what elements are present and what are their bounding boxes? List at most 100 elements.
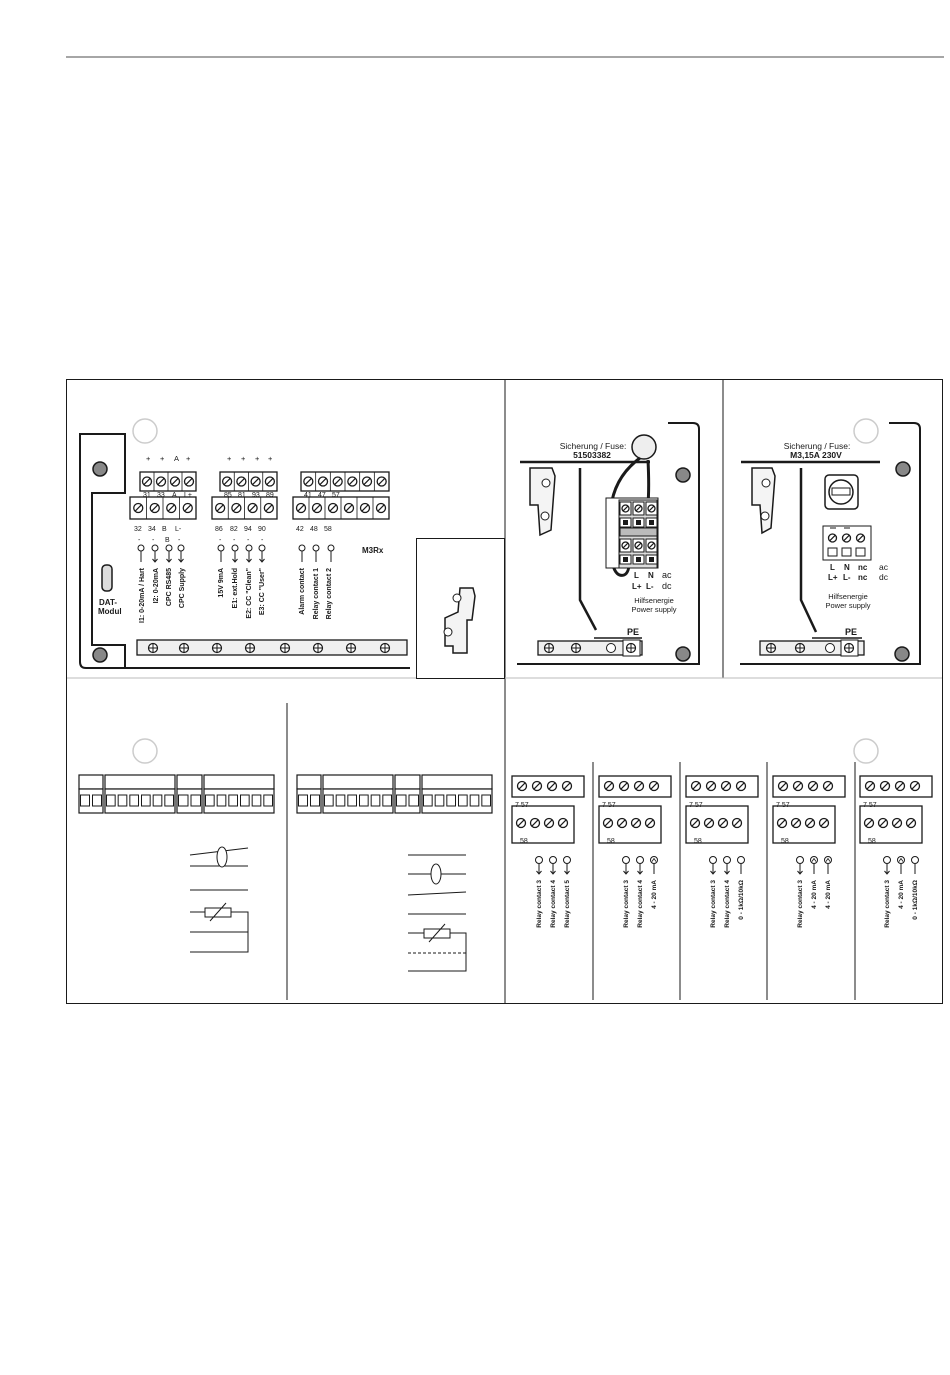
screw-slot	[648, 542, 655, 549]
panel-d-cable-connection	[78, 738, 275, 953]
terminal-slot	[408, 794, 419, 807]
module-signal-label: Relay contact 4	[637, 880, 644, 928]
coax-cable-icon	[430, 863, 442, 885]
relay-icon	[883, 856, 891, 864]
screw-slot	[622, 542, 629, 549]
screw-slot	[907, 819, 915, 827]
terminal-clamp	[636, 520, 641, 525]
terminal-label: L	[634, 571, 639, 580]
screw-slot	[223, 477, 231, 486]
screw-slot	[896, 782, 904, 790]
relay-icon	[709, 856, 717, 864]
arrow-icon	[637, 870, 643, 875]
screw-slot	[171, 477, 179, 486]
screw-slot	[618, 819, 626, 827]
terminal-sign: +	[227, 454, 232, 463]
screw-slot	[237, 477, 245, 486]
arrow-icon	[651, 857, 657, 862]
terminal-slot	[129, 794, 139, 807]
terminal-label: L+	[632, 582, 642, 591]
terminal-slot	[106, 794, 116, 807]
module-signal-label: 0 - 1kΩ/10kΩ	[738, 880, 745, 920]
fuse-label: Sicherung / Fuse:	[784, 441, 851, 451]
screw-slot	[622, 505, 629, 512]
screw-slot	[879, 819, 887, 827]
ground-rail	[759, 640, 865, 656]
terminal-sign: +	[255, 454, 260, 463]
screw-slot	[345, 504, 353, 512]
clamp-screw-icon	[760, 511, 770, 521]
terminal-number: 85	[224, 492, 232, 499]
input-icon	[151, 544, 159, 552]
terminal-label: N	[844, 563, 850, 572]
current-output-icon	[312, 544, 320, 552]
terminal-strip	[296, 774, 322, 790]
terminal-strip	[104, 774, 176, 790]
terminal-clamp	[636, 557, 641, 562]
terminal-number: 86	[215, 526, 223, 533]
arrow-icon	[564, 870, 570, 875]
screw-hole-icon	[895, 461, 911, 477]
screw-slot	[857, 534, 864, 542]
input-icon	[177, 544, 185, 552]
module-signal-label: 4 - 20 mA	[811, 880, 818, 909]
arrow-icon	[825, 857, 831, 862]
panel-e-cable-connection	[296, 774, 493, 972]
terminal-sign: -	[219, 537, 222, 544]
terminal-strip	[421, 788, 493, 814]
terminal-sign: -	[261, 537, 264, 544]
screw-slot	[605, 782, 613, 790]
module-name: M3Rx	[362, 546, 384, 555]
screw-slot	[620, 782, 628, 790]
terminal-slot	[382, 794, 393, 807]
terminal-number: L+	[184, 492, 192, 499]
screw-slot	[911, 782, 919, 790]
input-icon	[231, 544, 239, 552]
terminal-clamp	[649, 557, 654, 562]
terminal-sign: -	[152, 537, 155, 544]
screw-slot	[692, 782, 700, 790]
screw-slot	[733, 819, 741, 827]
screw-slot	[157, 477, 165, 486]
current-output-icon	[137, 544, 145, 552]
terminal-number: 58	[781, 838, 789, 845]
module-signal-label: 4 - 20 mA	[898, 880, 905, 909]
terminal-sign: +	[241, 454, 246, 463]
screw-slot	[361, 504, 369, 512]
relay-icon	[535, 856, 543, 864]
resistance-input-icon	[737, 856, 745, 864]
terminal-strip	[203, 774, 275, 790]
screw-slot	[722, 782, 730, 790]
terminal-number: B	[162, 526, 167, 533]
screw-slot	[313, 504, 321, 512]
terminal-number: 81	[238, 492, 246, 499]
screw-slot	[319, 477, 327, 486]
terminal-slot	[190, 794, 201, 807]
supply-label-line2: Power supply	[631, 605, 676, 614]
panel-c-power-supply: Sicherung / Fuse: M3,15A 230V L N nc ac …	[740, 418, 921, 665]
screw-slot	[635, 782, 643, 790]
clamp-screw-icon	[541, 478, 551, 488]
terminal-number: 33	[157, 492, 165, 499]
terminal-number: 82	[230, 526, 238, 533]
terminal-strip	[78, 774, 104, 790]
module-signal-label: Relay contact 4	[550, 880, 557, 928]
screw-slot	[779, 782, 787, 790]
terminal-number: 7 57	[689, 802, 703, 809]
position-marker-icon	[853, 418, 879, 444]
screw-slot	[648, 505, 655, 512]
screw-slot	[829, 534, 836, 542]
terminal-slot	[298, 794, 308, 807]
screw-slot	[143, 477, 151, 486]
terminal-number: A	[172, 492, 177, 499]
current-output-icon	[824, 856, 832, 864]
dat-module-icon	[101, 564, 113, 592]
terminal-clamp	[623, 557, 628, 562]
terminal-number: 90	[258, 526, 266, 533]
ground-symbol-icon	[825, 643, 835, 653]
screw-slot	[843, 534, 850, 542]
supply-label-line1: Hilfsenergie	[828, 592, 868, 601]
terminal-slot	[458, 794, 468, 807]
terminal-number: L-	[175, 526, 182, 533]
